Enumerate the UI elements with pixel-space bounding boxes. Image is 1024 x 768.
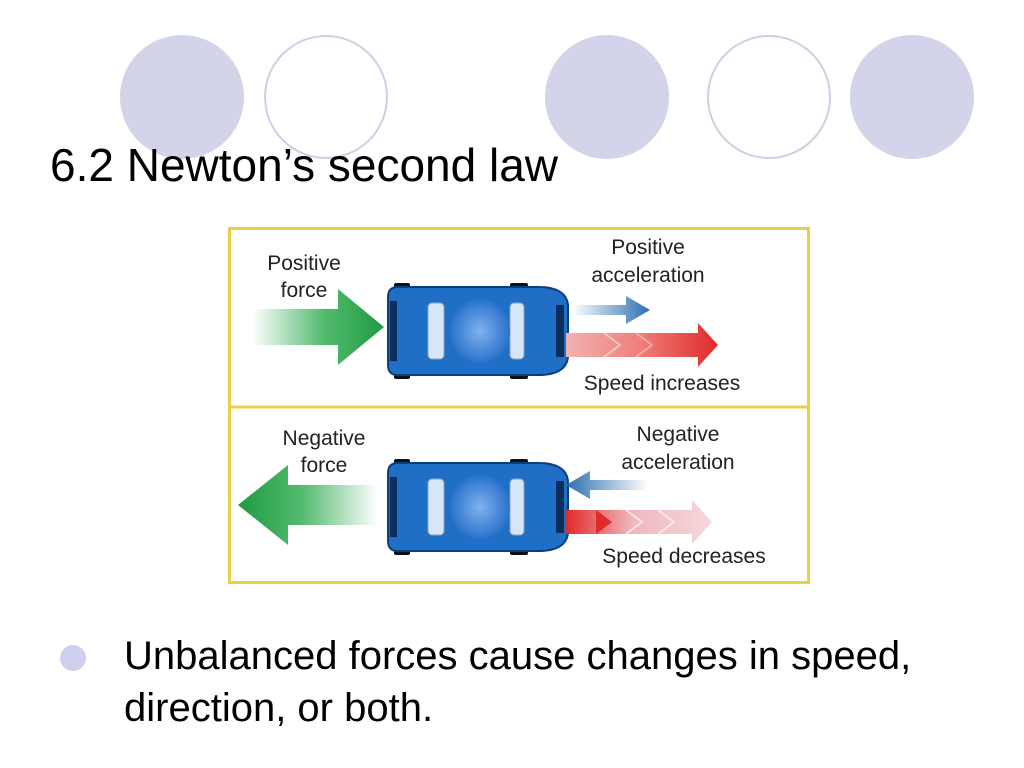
newton-second-law-figure: Positive force Positive acceleration Spe…	[228, 227, 810, 584]
decorative-circle-2	[264, 35, 388, 159]
negative-acceleration-label-1: Negative	[637, 423, 720, 446]
positive-force-label-2: force	[281, 279, 328, 302]
negative-acceleration-label-2: acceleration	[621, 451, 734, 474]
negative-acceleration-arrow	[566, 471, 648, 499]
speed-increases-label: Speed increases	[584, 372, 740, 395]
speed-decreases-arrow	[566, 500, 712, 544]
negative-force-label-2: force	[301, 454, 348, 477]
decorative-circle-1	[120, 35, 244, 159]
negative-force-label-1: Negative	[283, 427, 366, 450]
positive-force-arrow	[252, 289, 384, 365]
bullet-text: Unbalanced forces cause changes in speed…	[124, 634, 912, 730]
positive-acceleration-arrow	[572, 296, 650, 324]
decorative-circle-4	[707, 35, 831, 159]
positive-force-label-1: Positive	[267, 252, 341, 275]
slide-title: 6.2 Newton’s second law	[50, 139, 558, 191]
speed-decreases-label: Speed decreases	[602, 545, 765, 568]
positive-acceleration-label-2: acceleration	[591, 264, 704, 287]
circle-bullet-icon	[60, 645, 86, 671]
car-icon	[387, 282, 569, 380]
decorative-circle-3	[545, 35, 669, 159]
car-icon	[387, 458, 569, 556]
positive-acceleration-label-1: Positive	[611, 236, 685, 259]
speed-increases-arrow	[566, 323, 718, 367]
decorative-circle-5	[850, 35, 974, 159]
negative-force-arrow	[238, 465, 378, 545]
